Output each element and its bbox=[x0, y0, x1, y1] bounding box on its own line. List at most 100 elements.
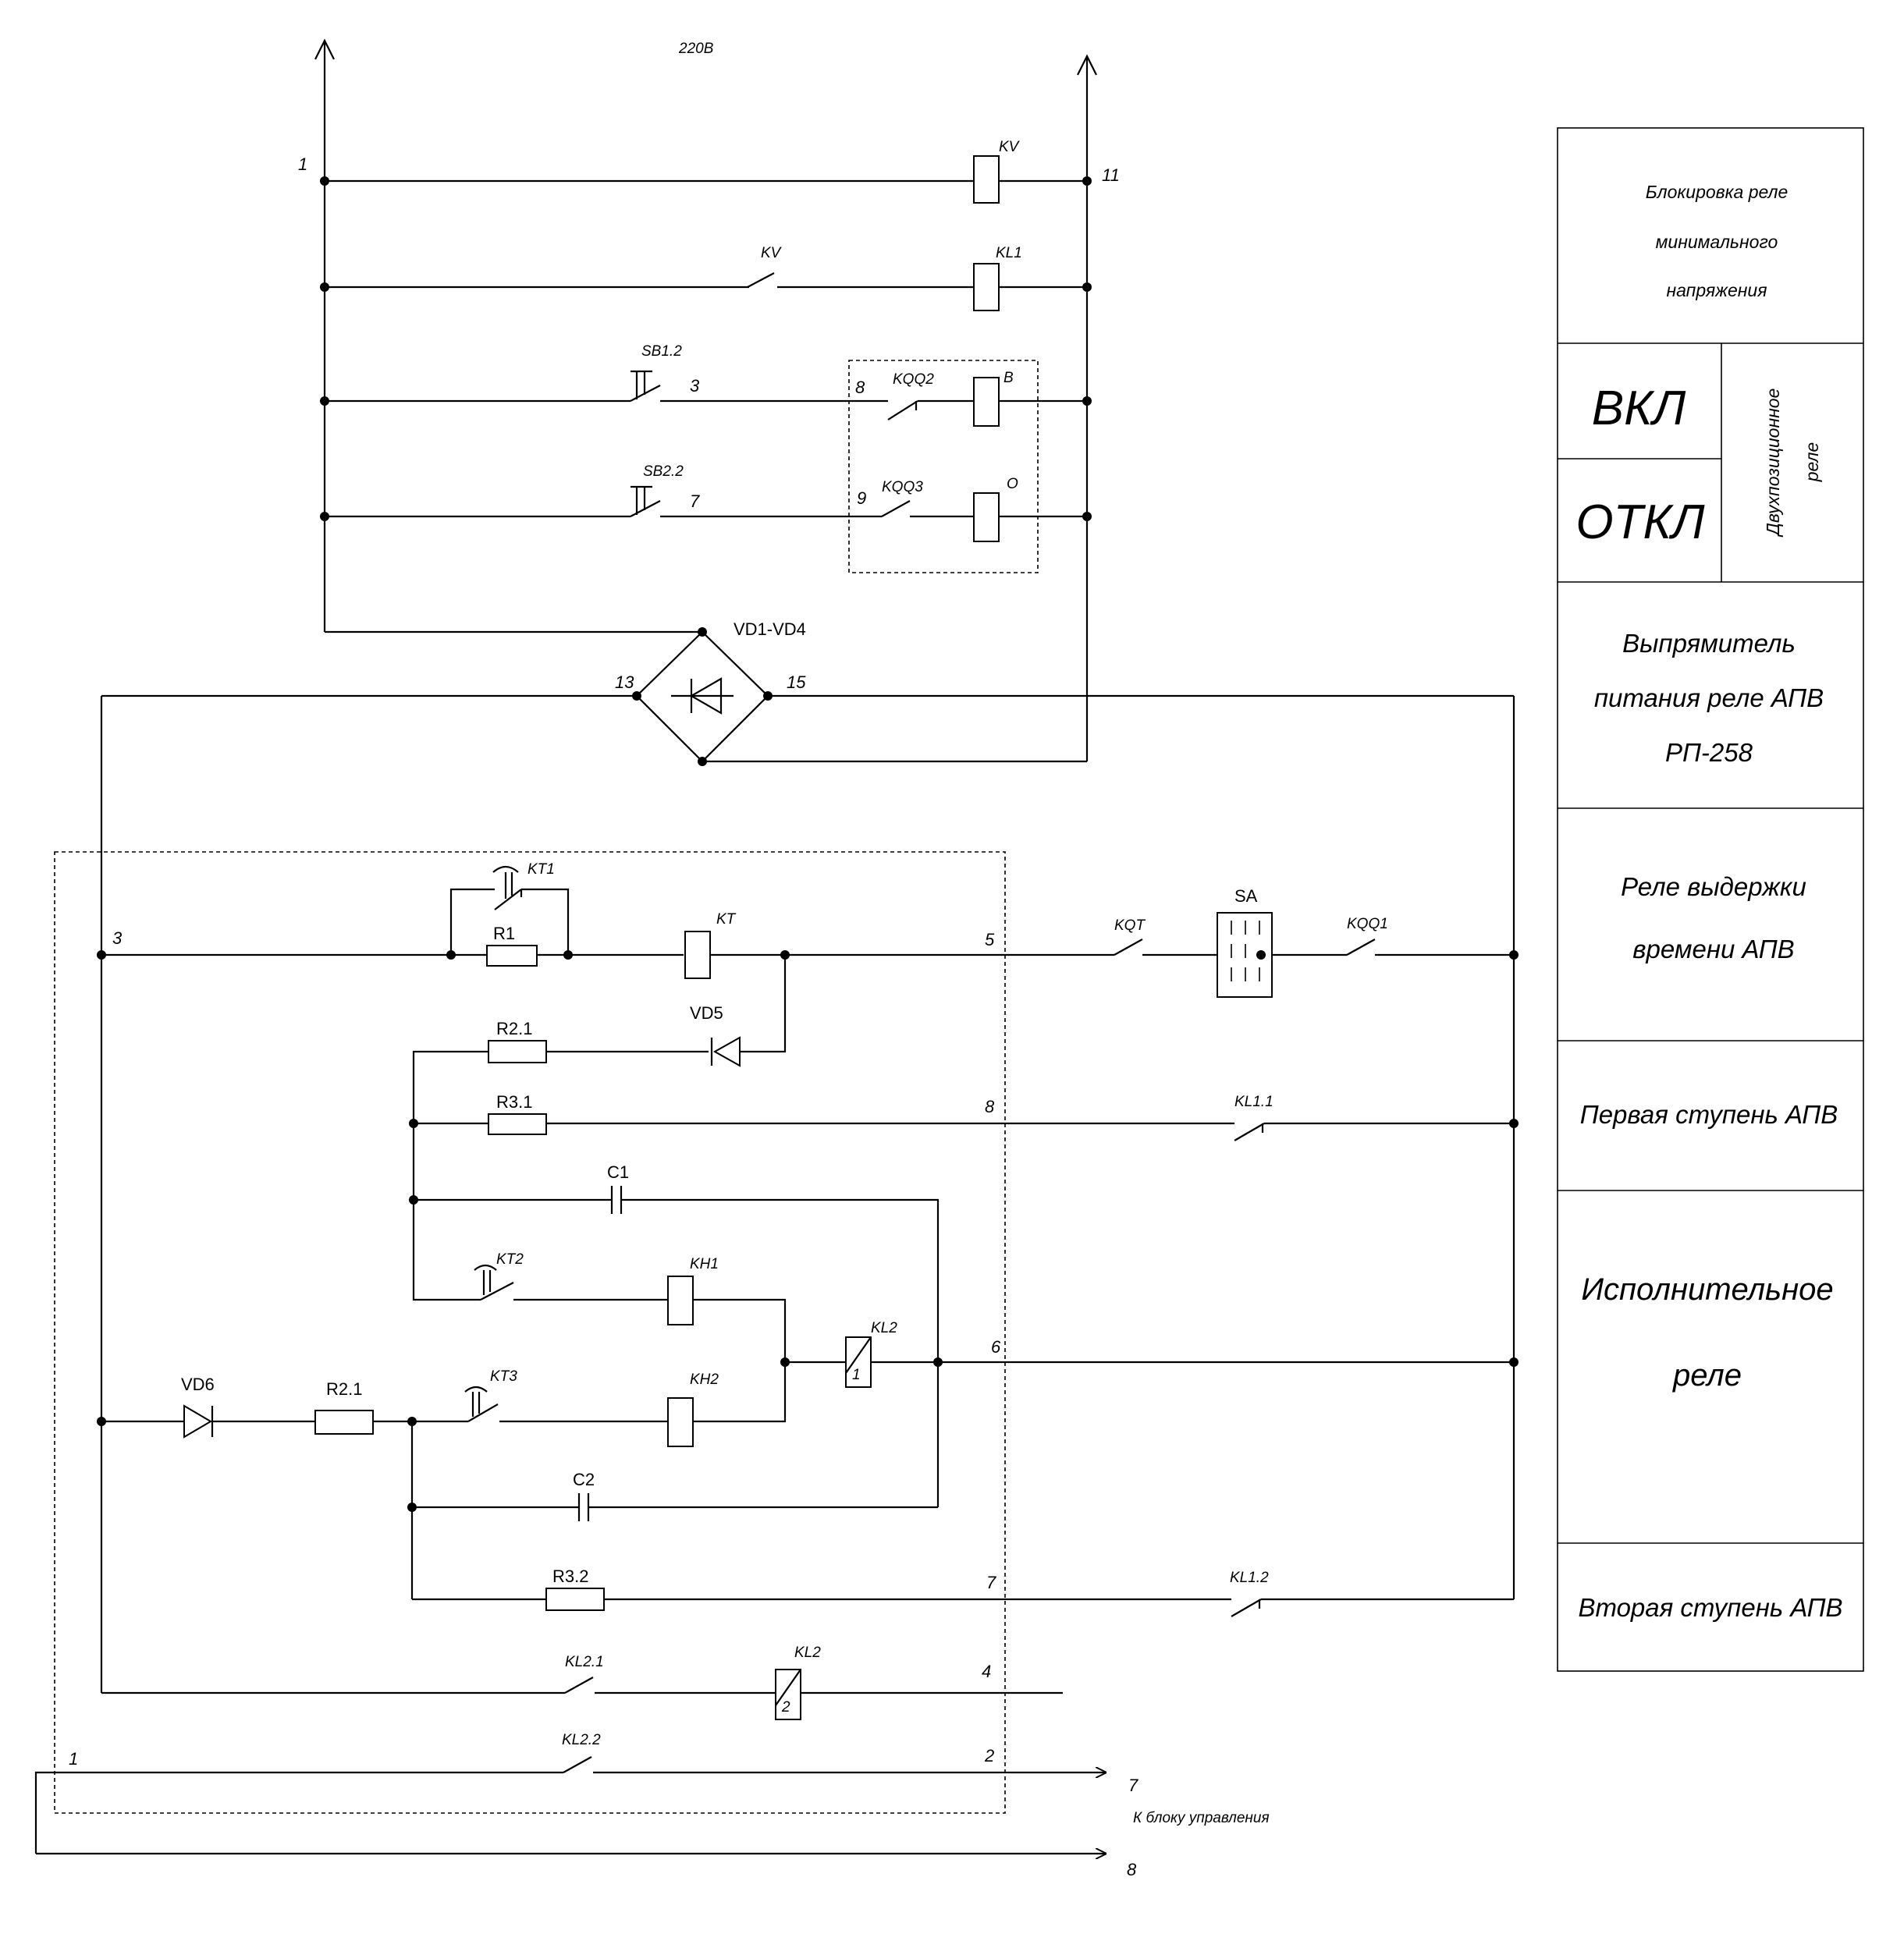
vd5-label: VD5 bbox=[690, 1003, 723, 1023]
kqt-contact bbox=[1114, 939, 1143, 956]
kt1-timer-head bbox=[492, 865, 519, 899]
junction-dot bbox=[97, 950, 106, 960]
vd6-diode bbox=[183, 1404, 212, 1439]
c1-label: C1 bbox=[607, 1162, 629, 1182]
apv-relay-box bbox=[54, 851, 1006, 1814]
junction-dot bbox=[1082, 512, 1092, 521]
node-3-top-label: 3 bbox=[690, 376, 700, 396]
kqq2-nc-contact bbox=[887, 400, 918, 420]
legend-block7: Вторая ступень АПВ bbox=[1578, 1593, 1842, 1622]
junction-dot bbox=[409, 1195, 418, 1205]
sb22-pushbutton-head bbox=[631, 485, 652, 515]
node-6-label: 6 bbox=[991, 1337, 1001, 1357]
kl2-winding-1-slash bbox=[845, 1336, 872, 1374]
r21-bottom-resistor bbox=[314, 1410, 374, 1435]
output-7-label: 7 bbox=[1128, 1776, 1138, 1795]
kqq2-label: KQQ2 bbox=[893, 371, 934, 388]
kt2-timer-head bbox=[474, 1264, 497, 1295]
junction-dot bbox=[320, 176, 329, 186]
apv-relay-section: 3 KT1 R1 KT 5 KQT SA KQQ1 R2.1 VD5 R3.1 … bbox=[34, 696, 1519, 1879]
vd5-diode bbox=[712, 1036, 741, 1067]
kl2-winding-2-coil bbox=[775, 1669, 801, 1720]
node-15-label: 15 bbox=[787, 672, 806, 692]
kh1-wire-right bbox=[693, 1298, 787, 1362]
legend-block1-line3: напряжения bbox=[1666, 280, 1767, 300]
kt3-label: KT3 bbox=[490, 1368, 517, 1385]
r21-bottom-label: R2.1 bbox=[326, 1379, 362, 1399]
kl1-coil-label: KL1 bbox=[996, 245, 1022, 261]
junction-dot bbox=[1509, 1357, 1519, 1367]
node-4-label: 4 bbox=[982, 1662, 991, 1681]
supply-voltage-label: 220В bbox=[678, 41, 714, 57]
kl21-label: KL2.1 bbox=[565, 1654, 604, 1670]
legend-block3-line1: Выпрямитель bbox=[1622, 629, 1796, 658]
b-coil bbox=[973, 377, 1000, 427]
kv-contact-label: KV bbox=[761, 245, 783, 261]
r32-resistor bbox=[545, 1588, 605, 1611]
junction-dot bbox=[407, 1503, 417, 1512]
kt1-bypass-right bbox=[521, 888, 570, 955]
kt1-contact bbox=[494, 889, 522, 910]
r31-resistor bbox=[488, 1113, 547, 1135]
kh2-coil bbox=[667, 1397, 694, 1447]
kqq1-label: KQQ1 bbox=[1347, 916, 1388, 932]
kh1-label: KH1 bbox=[690, 1256, 719, 1272]
node-3-label: 3 bbox=[112, 928, 123, 948]
vd5-feed-wire bbox=[740, 955, 787, 1053]
c1-wire-right bbox=[621, 1198, 940, 1507]
kt1-label: KT1 bbox=[528, 861, 555, 878]
kl12-label: KL1.2 bbox=[1230, 1570, 1269, 1586]
node-9-top-label: 9 bbox=[857, 488, 866, 508]
kl22-label: KL2.2 bbox=[562, 1732, 601, 1748]
legend-block1-line1: Блокировка реле bbox=[1646, 182, 1789, 202]
legend-table-frame bbox=[1557, 127, 1864, 1672]
r21-top-label: R2.1 bbox=[496, 1019, 532, 1038]
node-11-label: 11 bbox=[1102, 165, 1120, 185]
legend-two-pos-line1: Двухпозиционное bbox=[1763, 389, 1783, 538]
sa-switch-contact bbox=[1256, 950, 1266, 960]
rectifier-bridge: VD1-VD4 13 15 bbox=[615, 619, 806, 766]
r21-left-wire bbox=[412, 1050, 488, 1301]
legend-block6-line2: реле bbox=[1672, 1358, 1742, 1393]
kh1-coil bbox=[667, 1276, 694, 1325]
sb12-label: SB1.2 bbox=[641, 343, 682, 360]
node-1-label: 1 bbox=[298, 154, 307, 174]
kl22-wire-left bbox=[34, 1771, 563, 1854]
r31-label: R3.1 bbox=[496, 1092, 532, 1112]
kl22-contact bbox=[563, 1756, 592, 1773]
junction-dot bbox=[1082, 282, 1092, 292]
kqq3-label: KQQ3 bbox=[882, 479, 923, 495]
junction-dot bbox=[1509, 1119, 1519, 1128]
o-coil bbox=[973, 492, 1000, 542]
junction-dot bbox=[409, 1119, 418, 1128]
kt1-bypass-left bbox=[449, 888, 495, 955]
function-legend-table: Блокировка реле минимального напряжения … bbox=[1557, 127, 1864, 1672]
junction-dot bbox=[698, 627, 707, 637]
left-rail-arrow bbox=[314, 38, 335, 60]
vd6-label: VD6 bbox=[181, 1375, 215, 1394]
junction-dot bbox=[698, 757, 707, 766]
kt3-timer-head bbox=[464, 1386, 488, 1417]
kt2-contact bbox=[480, 1282, 514, 1301]
node-2-label: 2 bbox=[984, 1746, 994, 1765]
legend-vkl: ВКЛ bbox=[1592, 381, 1686, 435]
junction-dot bbox=[563, 950, 573, 960]
bridge-diode-symbol bbox=[689, 677, 723, 715]
c2-capacitor bbox=[577, 1493, 590, 1521]
legend-otkl: ОТКЛ bbox=[1575, 495, 1705, 549]
kv-coil-label: KV bbox=[999, 139, 1021, 155]
bridge-label: VD1-VD4 bbox=[734, 619, 806, 639]
kqq3-no-contact bbox=[881, 500, 911, 517]
junction-dot bbox=[1509, 950, 1519, 960]
kt2-label: KT2 bbox=[496, 1251, 524, 1268]
r1-label: R1 bbox=[493, 924, 515, 943]
right-rail-arrow bbox=[1077, 54, 1097, 76]
c2-label: C2 bbox=[573, 1470, 595, 1489]
r1-resistor bbox=[486, 945, 538, 967]
kl11-nc-contact bbox=[1234, 1123, 1265, 1141]
legend-block3-line3: РП-258 bbox=[1665, 738, 1753, 767]
kl2-1-winding-number: 1 bbox=[852, 1367, 861, 1383]
to-control-unit-label: К блоку управления bbox=[1133, 1810, 1270, 1826]
junction-dot bbox=[1082, 396, 1092, 406]
